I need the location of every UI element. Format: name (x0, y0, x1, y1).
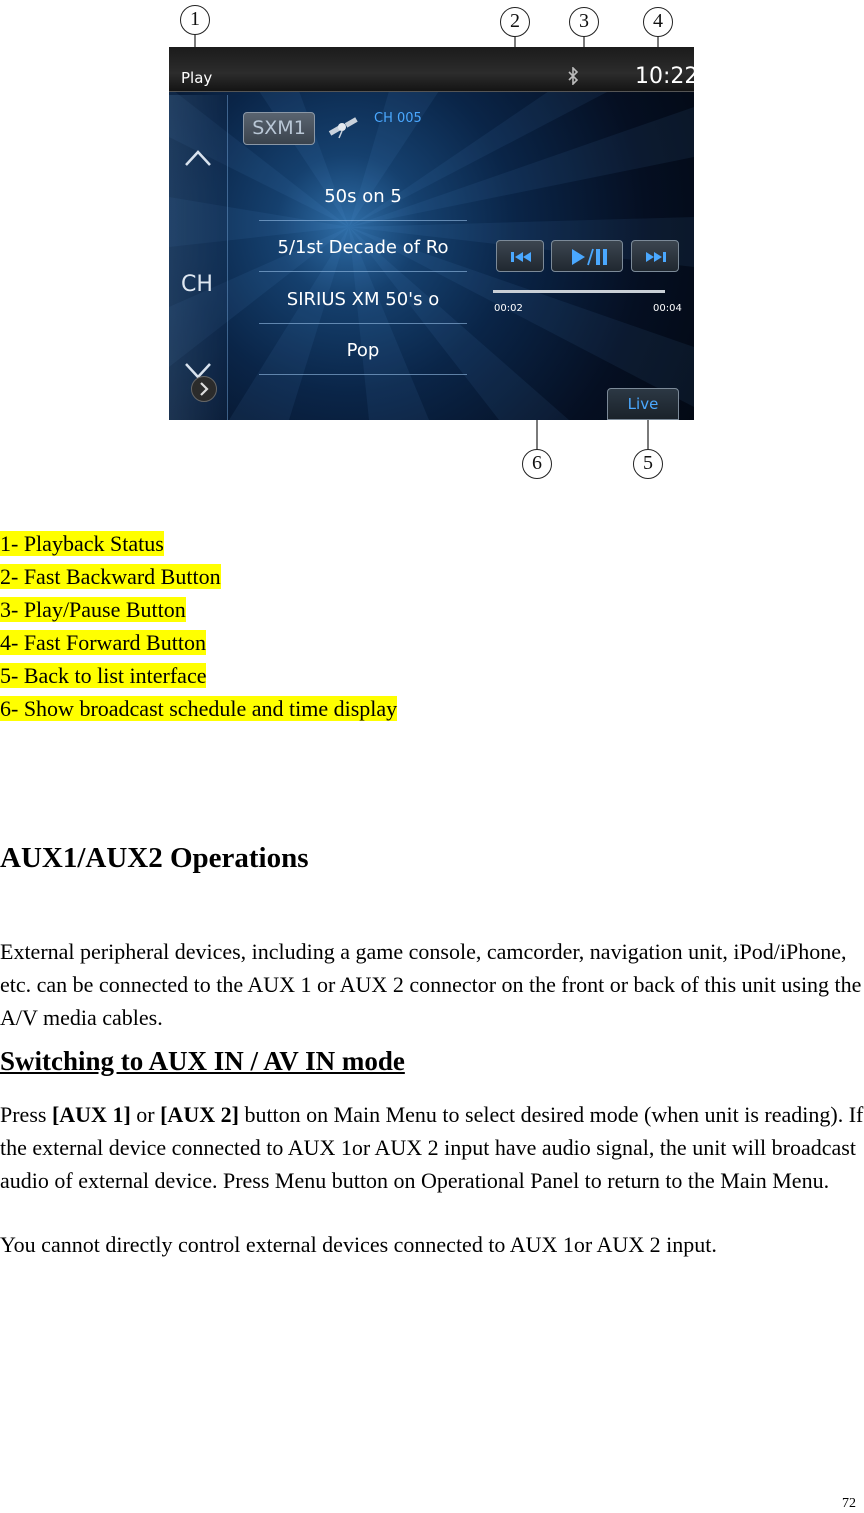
legend-item: 5- Back to list interface (0, 663, 207, 688)
satellite-icon (328, 117, 358, 139)
section-title: AUX1/AUX2 Operations (0, 842, 309, 874)
callout-marker: 3 (569, 7, 599, 37)
channel-info-text: 5/1st Decade of Ro (277, 237, 449, 258)
channel-info-text: Pop (346, 340, 380, 361)
subheading: Switching to AUX IN / AV IN mode (0, 1046, 405, 1076)
channel-info-row: 50s on 5 (259, 171, 467, 221)
page-number: 72 (842, 1496, 856, 1511)
play-pause-icon (572, 248, 607, 266)
callout-marker: 2 (500, 7, 530, 37)
chevron-right-icon (200, 382, 209, 396)
channel-nav-panel: CH (169, 95, 228, 420)
fast-backward-icon (511, 252, 531, 262)
clock: 10:22 (635, 64, 694, 89)
legend-item: 1- Playback Status (0, 531, 164, 556)
elapsed-time: 00:02 (494, 303, 523, 314)
radio-screen: Play 10:22 CH SXM1 CH 0 (169, 47, 694, 420)
legend-item: 4- Fast Forward Button (0, 630, 206, 655)
fast-forward-icon (646, 252, 666, 262)
channel-info-text: 50s on 5 (324, 186, 402, 207)
note-paragraph: You cannot directly control external dev… (0, 1232, 717, 1257)
callout-marker: 4 (643, 7, 673, 37)
legend-item: 3- Play/Pause Button (0, 597, 186, 622)
legend-item: 2- Fast Backward Button (0, 564, 221, 589)
source-badge: SXM1 (243, 112, 315, 145)
legend-item: 6- Show broadcast schedule and time disp… (0, 696, 398, 721)
playback-status-label: Play (181, 69, 213, 87)
instructions-paragraph: Press [AUX 1] or [AUX 2] button on Main … (0, 1102, 864, 1193)
chevron-up-icon[interactable] (183, 148, 213, 168)
next-page-button[interactable] (191, 376, 217, 402)
fast-backward-button[interactable] (496, 240, 544, 272)
progress-bar[interactable] (493, 290, 665, 293)
channel-info-row: 5/1st Decade of Ro (259, 222, 467, 272)
play-pause-button[interactable] (551, 240, 623, 272)
channel-number: CH 005 (374, 111, 422, 126)
channel-nav-label: CH (181, 272, 213, 297)
status-bar: Play 10:22 (169, 47, 694, 92)
fast-forward-button[interactable] (631, 240, 679, 272)
channel-info-row: SIRIUS XM 50's o (259, 274, 467, 324)
live-button[interactable]: Live (607, 388, 679, 420)
channel-info-text: SIRIUS XM 50's o (286, 289, 440, 310)
total-time: 00:04 (653, 303, 682, 314)
callout-marker: 1 (180, 5, 210, 35)
annotated-screen-figure: Play 10:22 CH SXM1 CH 0 (0, 0, 864, 490)
intro-paragraph: External peripheral devices, including a… (0, 939, 862, 1030)
figure-legend: 1- Playback Status 2- Fast Backward Butt… (0, 528, 398, 726)
callout-marker: 6 (522, 449, 552, 479)
bluetooth-icon (568, 67, 579, 85)
channel-info-row: Pop (259, 325, 467, 375)
callout-marker: 5 (633, 449, 663, 479)
